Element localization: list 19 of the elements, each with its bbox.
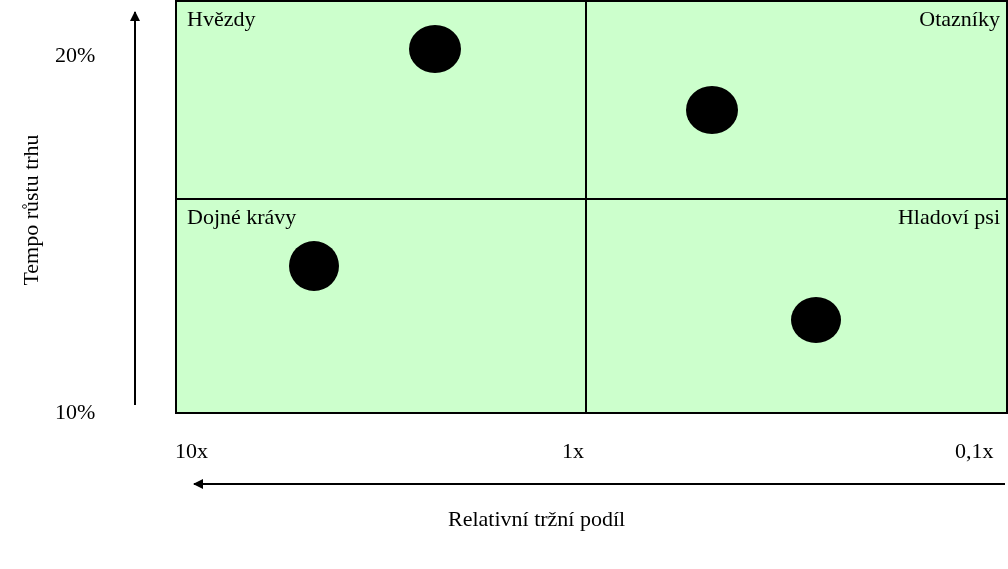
dot-marker [686,86,738,134]
axis-tick-label: 20% [55,42,96,68]
quadrant-box [585,0,1008,200]
axis-title: Relativní tržní podíl [448,506,626,532]
quadrant-box [175,0,587,200]
quadrant-label: Otazníky [919,6,1000,32]
dot-marker [289,241,339,291]
axis-tick-label: 10x [175,438,208,464]
quadrant-box [175,198,587,414]
quadrant-label: Dojné krávy [187,204,297,230]
dot-marker [791,297,841,343]
axis-tick-label: 10% [55,399,96,425]
quadrant-label: Hladoví psi [897,204,1000,230]
quadrant-box [585,198,1008,414]
axis-tick-label: 1x [562,438,584,464]
quadrant-label: Hvězdy [187,6,256,32]
axis-title: Tempo růstu trhu [17,134,44,286]
axis-tick-label: 0,1x [955,438,994,464]
dot-marker [409,25,461,73]
